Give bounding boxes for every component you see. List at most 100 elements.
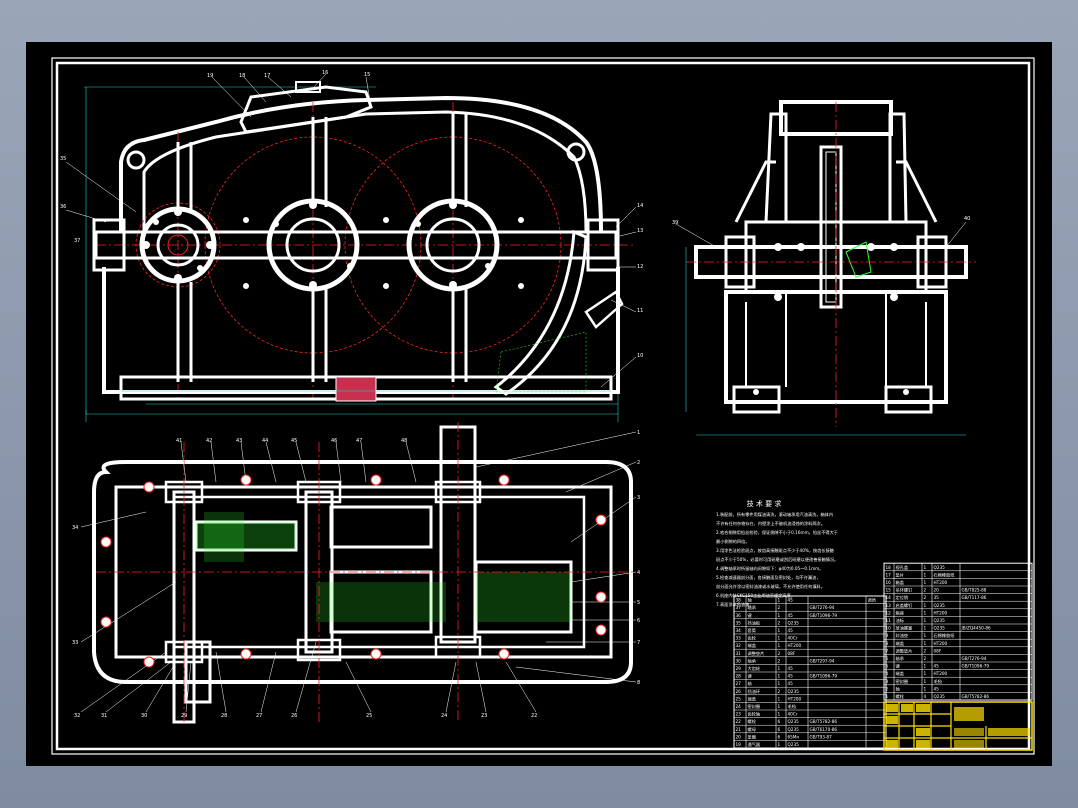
gear-icon bbox=[194, 505, 573, 634]
svg-text:8: 8 bbox=[637, 680, 640, 686]
svg-text:3: 3 bbox=[637, 495, 640, 501]
table-cell: 吊环螺钉 bbox=[896, 587, 914, 594]
table-cell: 定位销 bbox=[896, 594, 909, 601]
table-cell: 6 bbox=[778, 734, 781, 739]
table-cell: 箱座 bbox=[896, 609, 904, 616]
table-cell: GB/T6170-86 bbox=[810, 727, 838, 732]
svg-text:34: 34 bbox=[72, 525, 78, 531]
svg-text:25: 25 bbox=[366, 713, 372, 719]
table-cell: Q235 bbox=[788, 620, 800, 625]
table-cell: 2 bbox=[924, 656, 927, 661]
table-cell: 2 bbox=[924, 595, 927, 600]
table-cell: 2 bbox=[778, 605, 781, 610]
svg-text:17: 17 bbox=[264, 73, 270, 79]
svg-text:29: 29 bbox=[181, 713, 187, 719]
table-cell: 调质 bbox=[868, 597, 876, 604]
technical-notes: 技 术 要 求 1.装配前，所有零件用煤油清洗，滚动轴承用汽油清洗，箱体内不许有… bbox=[716, 499, 838, 608]
gearbox-cover bbox=[119, 95, 603, 233]
table-cell: 挡油环 bbox=[748, 688, 761, 695]
svg-text:35: 35 bbox=[60, 156, 66, 162]
svg-text:44: 44 bbox=[262, 438, 268, 444]
svg-text:16: 16 bbox=[322, 70, 328, 76]
table-cell: HT200 bbox=[934, 641, 948, 646]
table-cell: 2 bbox=[924, 588, 927, 593]
table-cell: 45 bbox=[934, 664, 940, 669]
svg-text:22: 22 bbox=[531, 713, 537, 719]
table-cell: 齿轮轴 bbox=[748, 711, 761, 718]
notes-line: 4.调整轴承时所留轴向间隙如下：φ40为0.05～0.1mm。 bbox=[716, 565, 823, 572]
table-cell: 垫片 bbox=[896, 571, 904, 578]
table-cell: 石棉橡胶纸 bbox=[934, 571, 956, 578]
table-cell: 1 bbox=[924, 626, 927, 631]
table-cell: 15 bbox=[886, 588, 892, 593]
table-cell: 2 bbox=[778, 658, 781, 663]
notes-line: 2.啮合侧隙用铅丝检验，保证侧隙不小于0.16mm，铅丝不得大于 bbox=[716, 529, 838, 536]
table-cell: GB/T5782-86 bbox=[962, 694, 990, 699]
table-cell: 2 bbox=[886, 686, 889, 691]
table-cell: HT200 bbox=[934, 580, 948, 585]
table-cell: 1 bbox=[778, 666, 781, 671]
table-cell: 端盖 bbox=[896, 640, 904, 647]
svg-text:4: 4 bbox=[637, 570, 640, 576]
svg-text:19: 19 bbox=[207, 73, 213, 79]
table-cell: 挡油板 bbox=[748, 619, 761, 626]
table-cell: 20 bbox=[736, 734, 742, 739]
table-cell: HT200 bbox=[788, 696, 802, 701]
table-cell: 2 bbox=[778, 689, 781, 694]
table-cell: 11 bbox=[886, 618, 892, 623]
svg-text:47: 47 bbox=[356, 438, 362, 444]
table-cell: 1 bbox=[778, 696, 781, 701]
svg-text:18: 18 bbox=[239, 73, 245, 79]
oil-level-section bbox=[493, 229, 588, 396]
svg-text:37: 37 bbox=[74, 238, 80, 244]
table-cell: 1 bbox=[778, 681, 781, 686]
table-cell: 45 bbox=[788, 681, 794, 686]
svg-text:27: 27 bbox=[256, 713, 262, 719]
table-cell: 2 bbox=[778, 651, 781, 656]
title-block bbox=[883, 701, 1033, 751]
table-cell: 35 bbox=[934, 595, 940, 600]
table-cell: 1 bbox=[778, 704, 781, 709]
plan-outline bbox=[92, 460, 633, 684]
notes-line: 7.表面涂灰色油漆。 bbox=[716, 601, 754, 608]
svg-text:7: 7 bbox=[637, 640, 640, 646]
table-cell: 27 bbox=[736, 681, 742, 686]
table-cell: 1 bbox=[778, 613, 781, 618]
table-cell: GB/T117-86 bbox=[962, 595, 987, 600]
table-cell: Q235 bbox=[934, 603, 946, 608]
svg-text:42: 42 bbox=[206, 438, 212, 444]
svg-text:31: 31 bbox=[101, 713, 107, 719]
table-cell: 轴 bbox=[896, 685, 900, 692]
svg-text:26: 26 bbox=[291, 713, 297, 719]
notes-line: 不许有任何杂物存在，内壁涂上不被机油浸蚀的涂料两次。 bbox=[716, 520, 825, 527]
table-cell: 9 bbox=[886, 633, 889, 638]
svg-text:14: 14 bbox=[637, 203, 643, 209]
table-cell: 调整垫片 bbox=[748, 650, 765, 657]
table-cell: HT200 bbox=[934, 610, 948, 615]
table-cell: 螺栓 bbox=[748, 718, 757, 725]
table-cell: 45 bbox=[788, 628, 794, 633]
svg-text:24: 24 bbox=[441, 713, 447, 719]
table-cell: GB/T5782-86 bbox=[810, 719, 838, 724]
table-cell: 1 bbox=[886, 694, 889, 699]
table-cell: 17 bbox=[886, 572, 892, 577]
table-cell: 1 bbox=[924, 565, 927, 570]
table-cell: 40Cr bbox=[788, 636, 798, 641]
table-cell: 6 bbox=[778, 727, 781, 732]
table-cell: 13 bbox=[886, 603, 892, 608]
inner-border bbox=[55, 61, 1031, 751]
svg-text:33: 33 bbox=[72, 640, 78, 646]
table-cell: 端盖 bbox=[896, 670, 904, 677]
table-cell: 6 bbox=[886, 656, 889, 661]
svg-text:40: 40 bbox=[964, 216, 970, 222]
table-cell: 24 bbox=[736, 704, 742, 709]
table-cell: 密封圈 bbox=[748, 703, 761, 710]
table-cell: 12 bbox=[886, 610, 892, 615]
table-cell: Q235 bbox=[788, 742, 800, 747]
outer-border bbox=[51, 57, 1035, 755]
svg-text:48: 48 bbox=[401, 438, 407, 444]
svg-text:12: 12 bbox=[637, 264, 643, 270]
